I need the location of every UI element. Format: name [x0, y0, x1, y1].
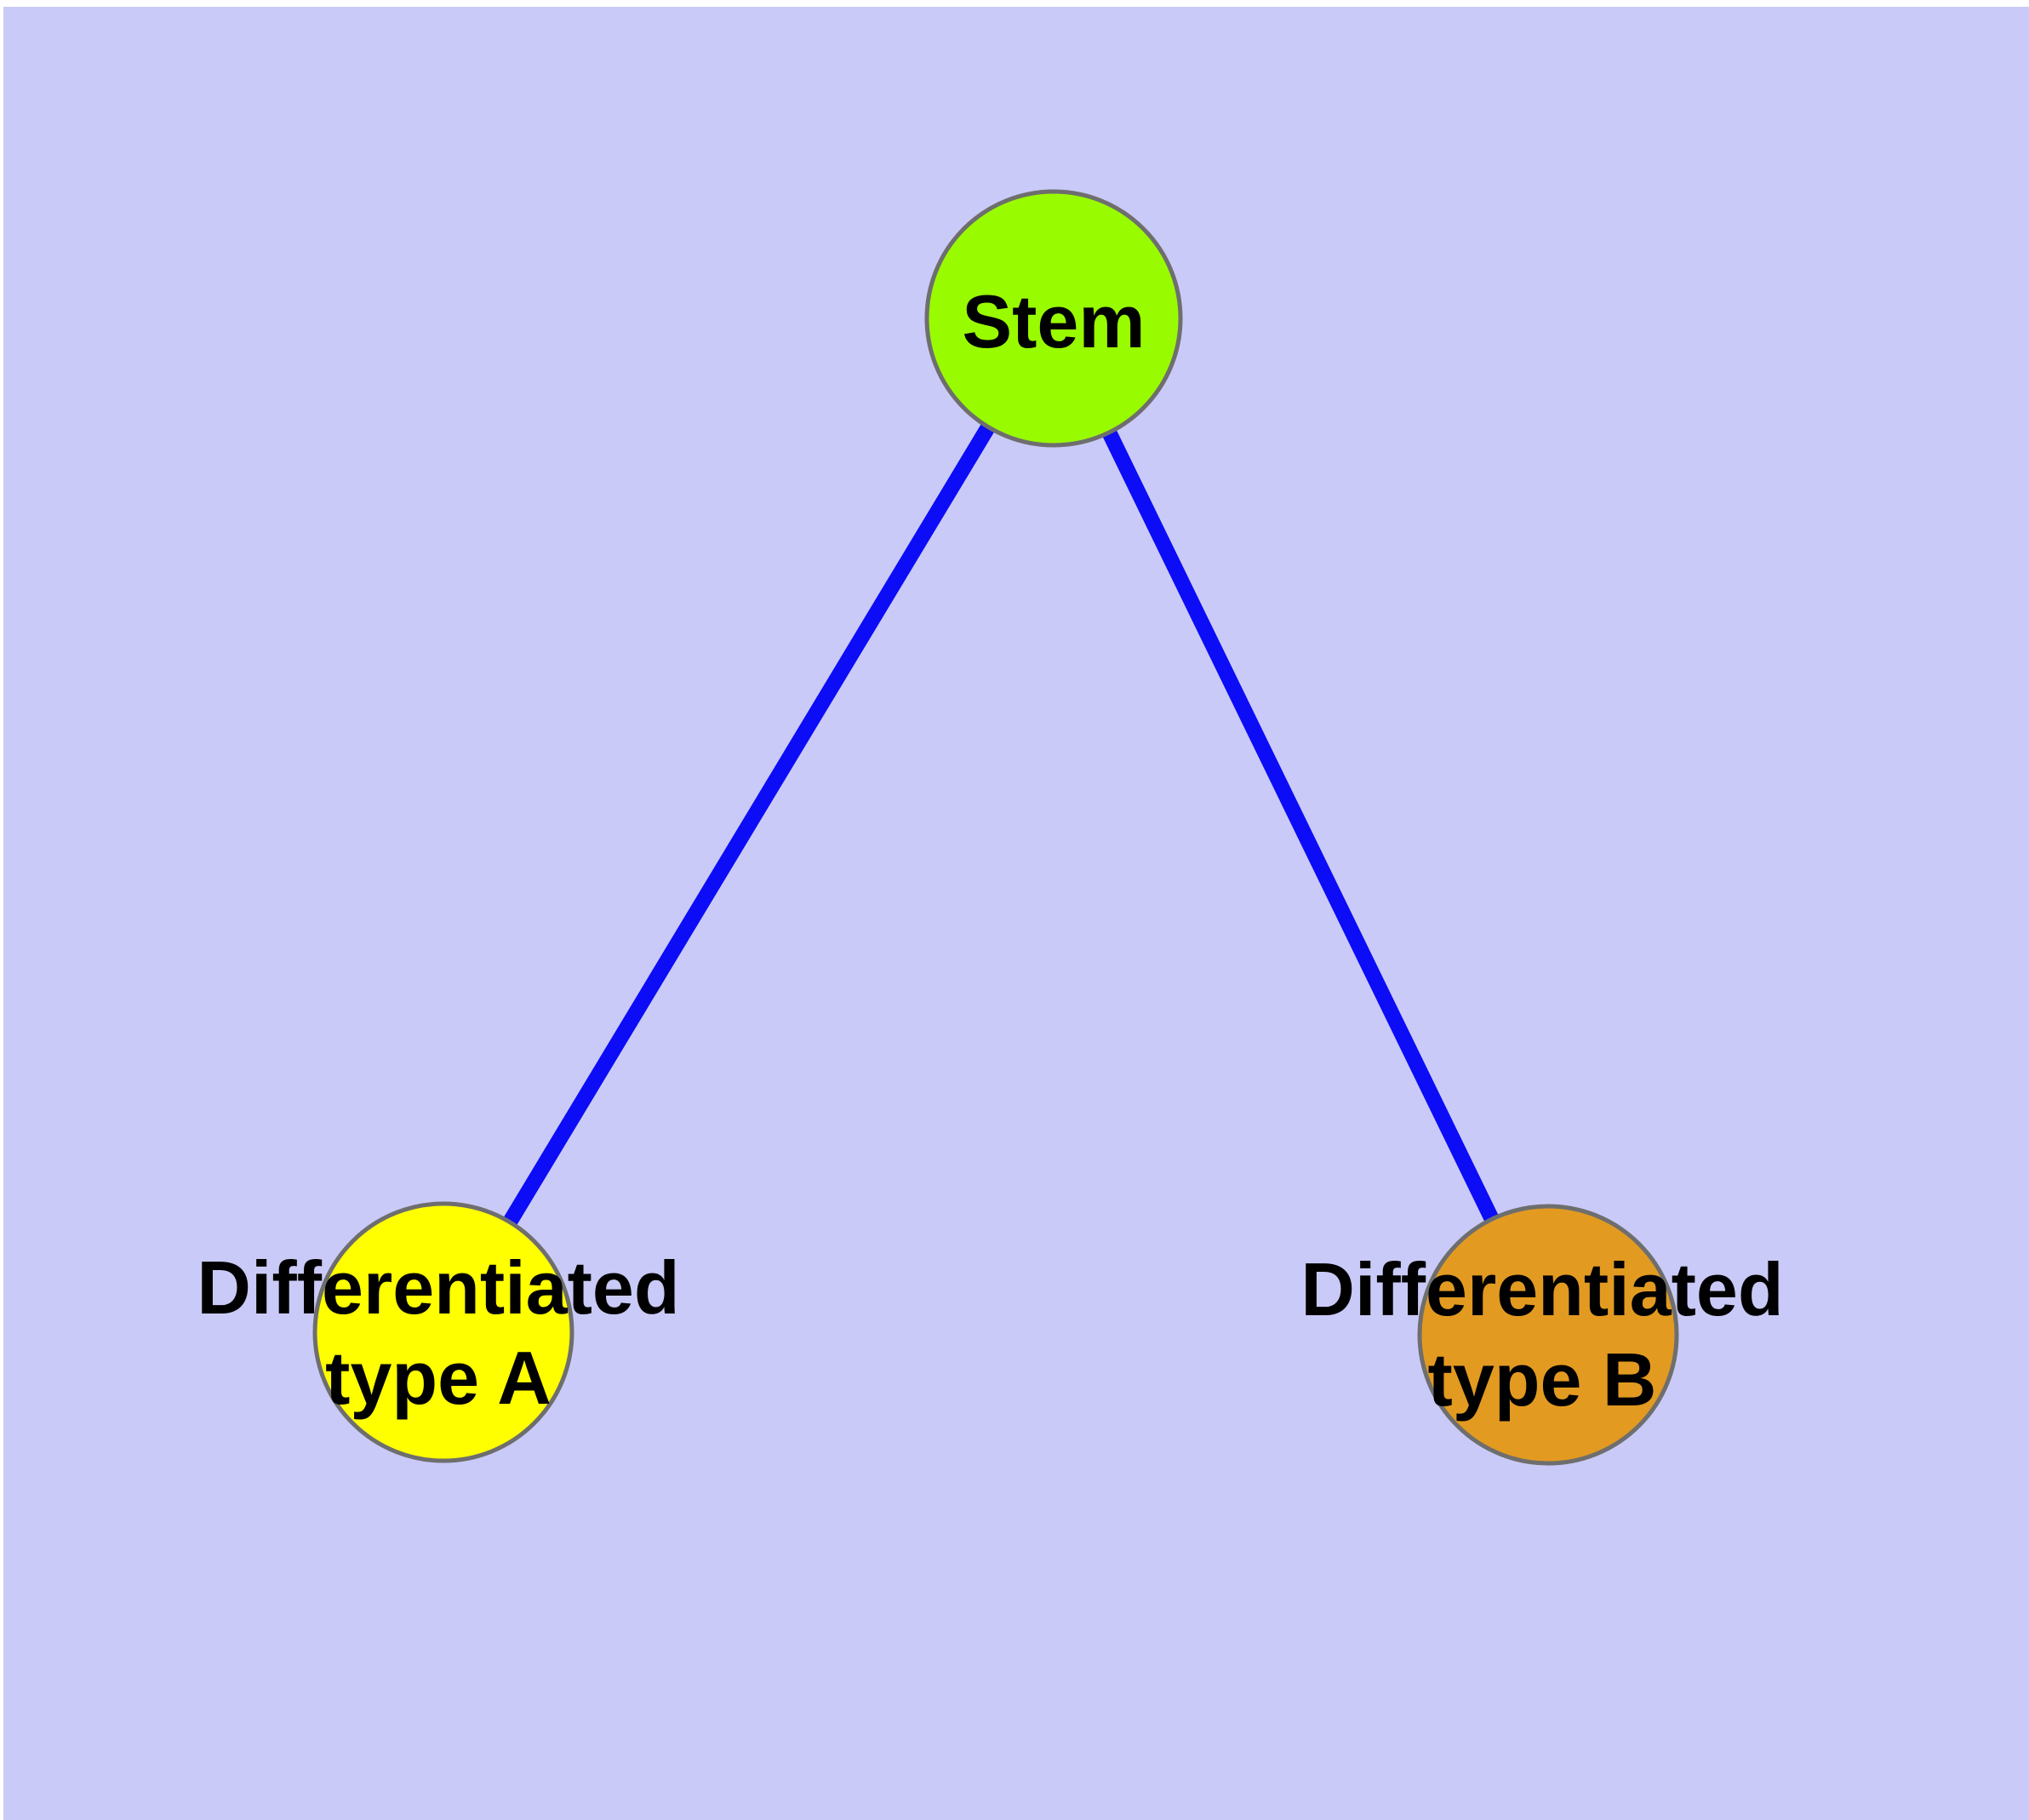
edge-stem-to-type-a [437, 314, 1060, 1336]
node-differentiated-type-b [1417, 1204, 1679, 1466]
edge-stem-to-type-b [1046, 315, 1556, 1338]
node-label-stem: Stem [962, 279, 1146, 363]
node-label-differentiated-type-a: Differentiated type A [197, 1245, 680, 1420]
node-label-differentiated-type-b: Differentiated type B [1300, 1247, 1784, 1422]
node-differentiated-type-a [312, 1201, 574, 1463]
node-stem [924, 189, 1183, 448]
